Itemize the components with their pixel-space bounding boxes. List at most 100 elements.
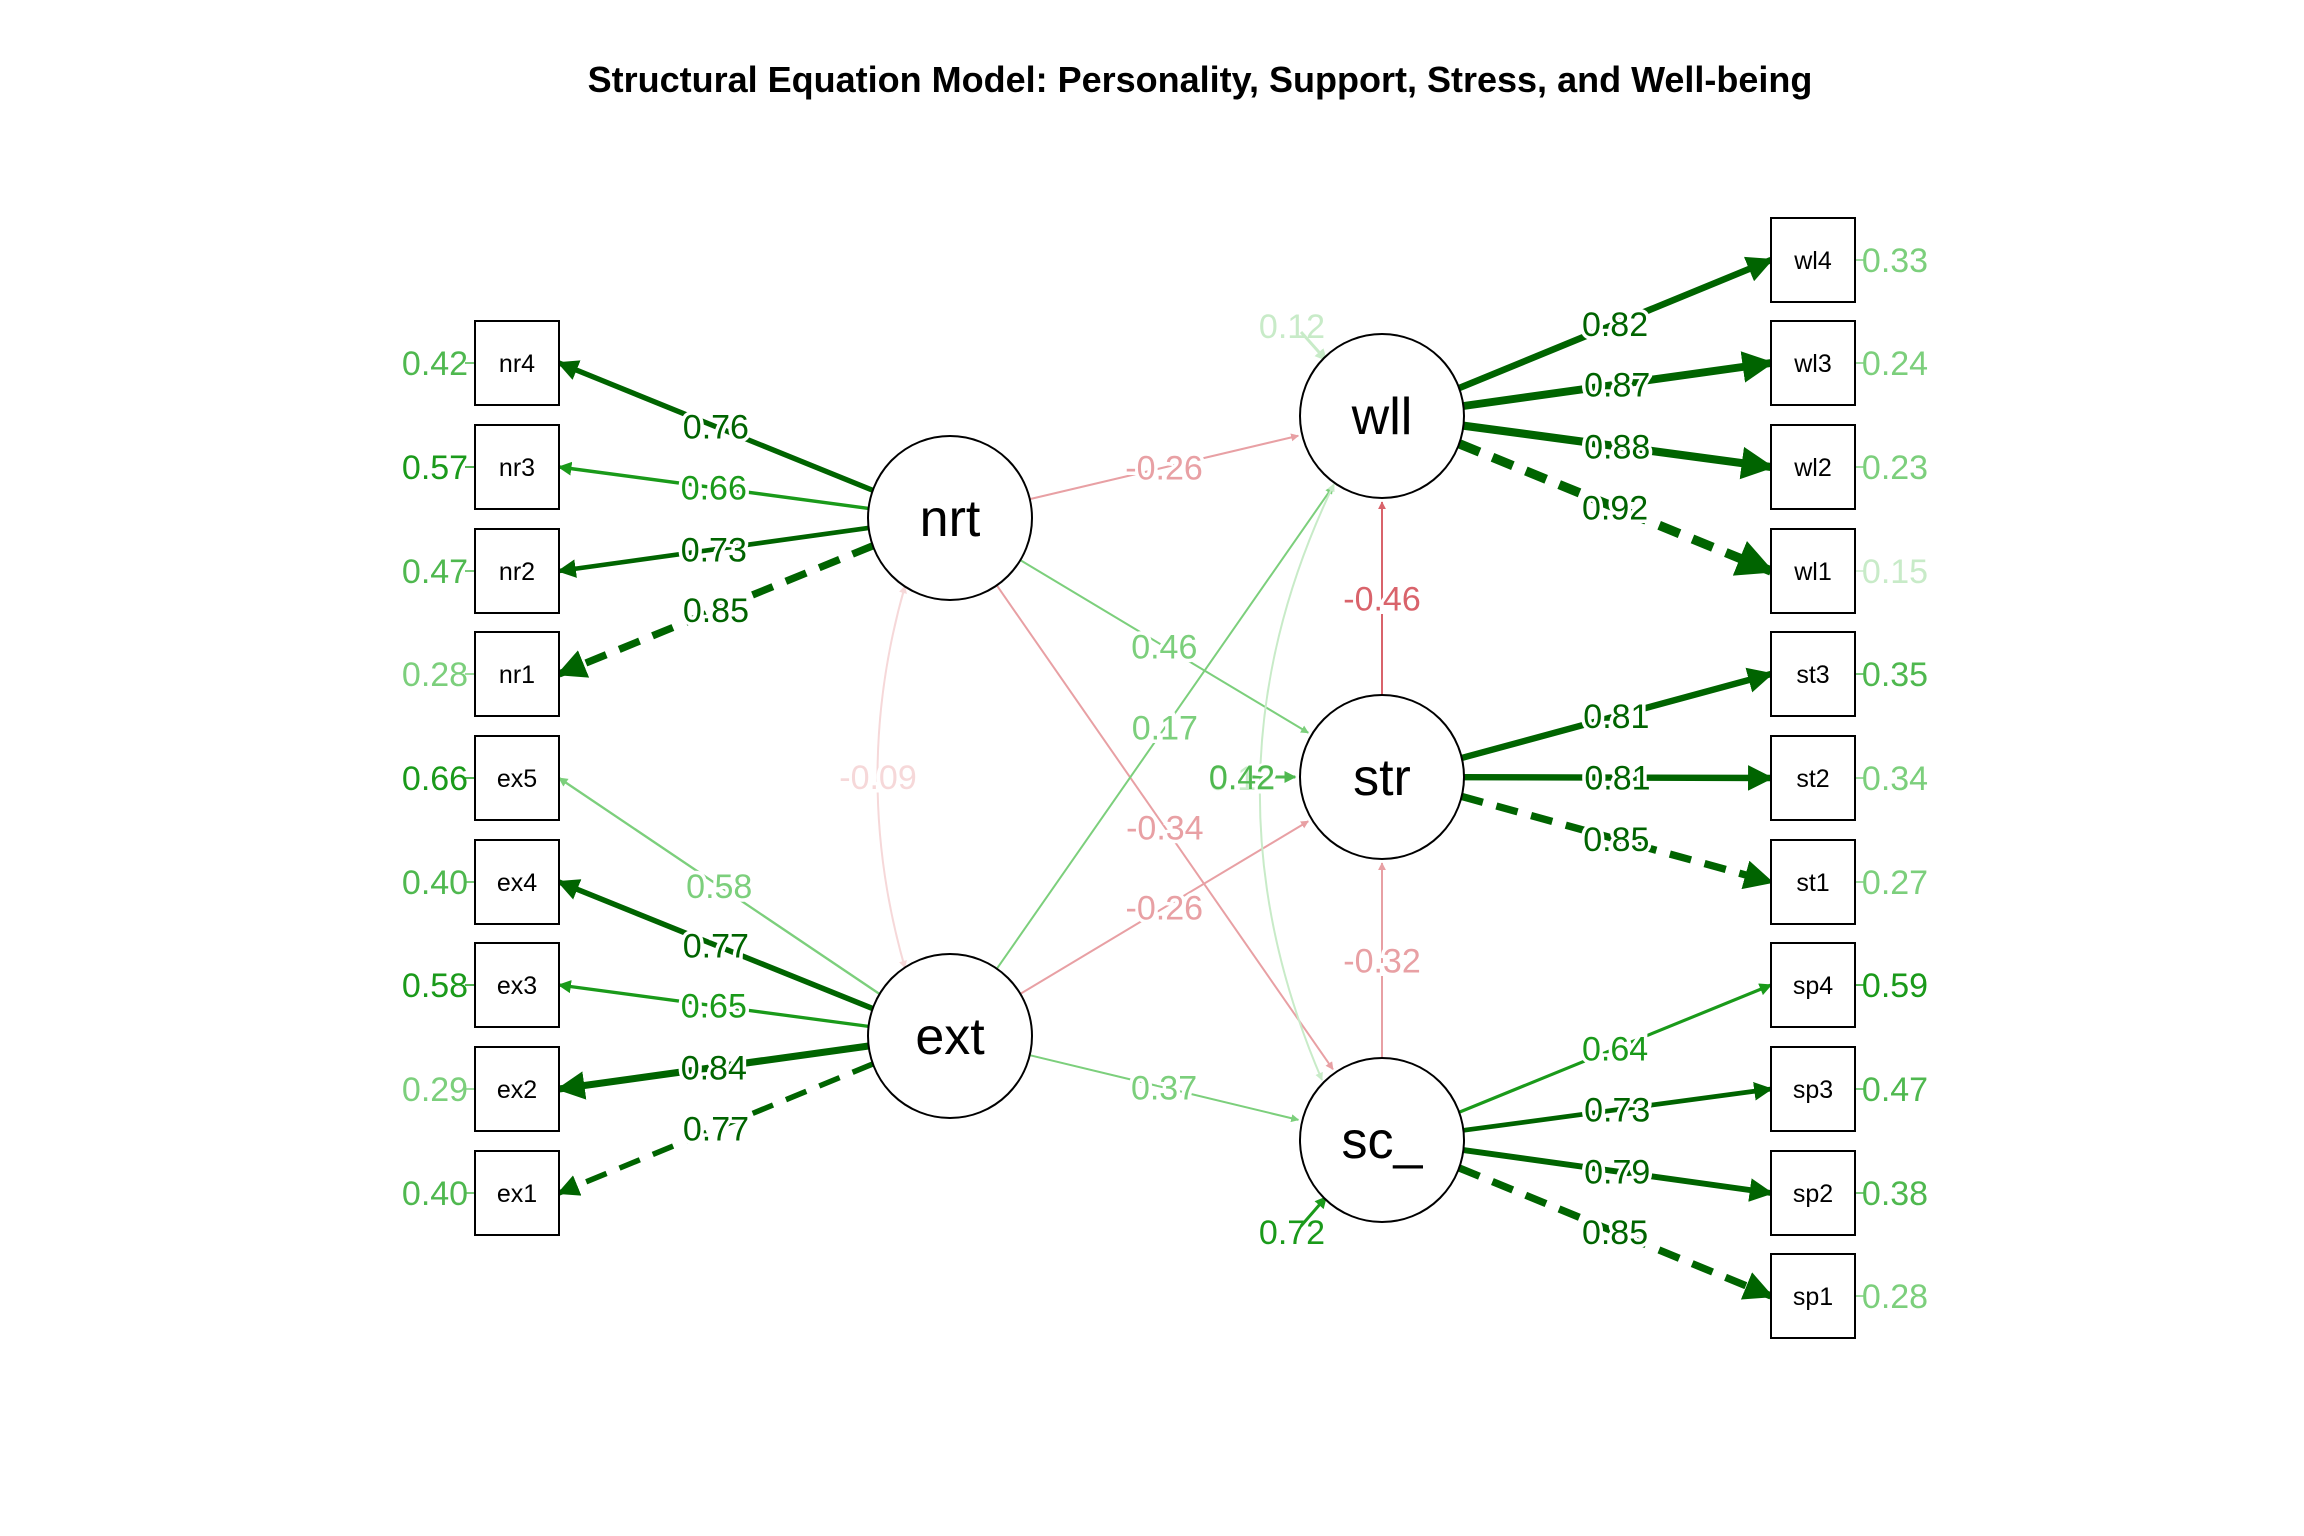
path-arrow-nrt-wll	[1029, 433, 1300, 501]
loading-arrow-sp1	[1457, 1164, 1774, 1300]
loading-arrow-st1	[1460, 792, 1774, 890]
latent-label-ext: ext	[915, 1008, 985, 1066]
node-layer: nr4nr3nr2nr1ex5ex4ex3ex2ex1wl4wl3wl2wl1s…	[474, 217, 1856, 1339]
loading-label-sp3: 0.73	[1584, 1092, 1650, 1130]
path-label-nrt-wll: -0.26	[1125, 449, 1203, 487]
indicator-box-ex4	[474, 839, 560, 925]
loading-arrow-st3	[1460, 667, 1774, 762]
loading-label-st2: 0.81	[1584, 760, 1650, 798]
residual-label-nr3: 0.57	[402, 449, 468, 487]
indicator-label-wl2: wl2	[1793, 454, 1832, 482]
indicator-box-nr1	[474, 631, 560, 717]
indicator-label-ex2: ex2	[497, 1076, 537, 1104]
loading-label-ex4: 0.77	[683, 927, 749, 965]
residual-label-sp4: 0.59	[1862, 967, 1928, 1005]
covariance-arrow-sc_-wll	[1258, 483, 1335, 1081]
loading-label-nr1: 0.85	[683, 592, 749, 630]
indicator-label-sp1: sp1	[1793, 1283, 1833, 1311]
indicator-label-ex4: ex4	[497, 869, 537, 897]
loading-arrow-wl4	[1457, 256, 1774, 392]
loading-label-nr3: 0.66	[681, 470, 747, 508]
path-label-ext-str: -0.26	[1126, 890, 1204, 928]
loading-arrow-sp3	[1463, 1081, 1773, 1133]
indicator-label-nr3: nr3	[499, 454, 535, 482]
loading-arrow-ex2	[556, 1042, 870, 1100]
path-label-str-wll: -0.46	[1343, 581, 1421, 619]
loading-label-st3: 0.81	[1583, 698, 1649, 736]
indicator-box-nr4	[474, 320, 560, 406]
residual-label-wl2: 0.23	[1862, 449, 1928, 487]
loading-arrow-nr2	[557, 525, 869, 578]
indicator-box-wl4	[1770, 217, 1856, 303]
indicator-box-sp1	[1770, 1253, 1856, 1339]
residual-label-st3: 0.35	[1862, 656, 1928, 694]
loading-arrow-wl3	[1462, 351, 1775, 410]
latent-node-nrt	[867, 435, 1033, 601]
loading-label-sp4: 0.64	[1582, 1031, 1648, 1069]
indicator-label-ex3: ex3	[497, 972, 537, 1000]
path-arrow-ext-sc_	[1029, 1054, 1300, 1123]
residual-label-sp3: 0.47	[1862, 1071, 1928, 1109]
latent-label-nrt: nrt	[920, 490, 981, 548]
indicator-label-st2: st2	[1796, 765, 1829, 793]
indicator-label-ex1: ex1	[497, 1180, 537, 1208]
residual-label-st1: 0.27	[1862, 864, 1928, 902]
latent-residual-arrow-wll	[1299, 331, 1328, 362]
residual-label-wl1: 0.15	[1862, 553, 1928, 591]
residual-label-ex2: 0.29	[402, 1071, 468, 1109]
indicator-box-st1	[1770, 839, 1856, 925]
indicator-box-st2	[1770, 735, 1856, 821]
latent-node-str	[1299, 694, 1465, 860]
loading-arrow-wl2	[1462, 421, 1775, 480]
indicator-label-nr4: nr4	[499, 350, 535, 378]
path-arrow-ext-wll	[996, 485, 1334, 970]
latent-label-wll: wll	[1351, 388, 1413, 446]
indicator-box-ex3	[474, 942, 560, 1028]
loading-arrow-ex4	[556, 879, 874, 1012]
indicator-label-wl1: wl1	[1793, 558, 1832, 586]
path-label-ext-wll: 0.17	[1132, 710, 1198, 748]
edge-layer	[465, 256, 1865, 1300]
residual-label-sp1: 0.28	[1862, 1278, 1928, 1316]
loading-label-wl3: 0.87	[1584, 366, 1650, 404]
latent-residual-label-wll: 0.12	[1259, 308, 1325, 346]
indicator-box-wl2	[1770, 424, 1856, 510]
loading-label-nr2: 0.73	[681, 531, 747, 569]
indicator-label-nr1: nr1	[499, 661, 535, 689]
residual-label-wl3: 0.24	[1862, 345, 1928, 383]
loading-label-ex2: 0.84	[681, 1049, 747, 1087]
loading-label-wl1: 0.92	[1582, 489, 1648, 527]
loading-label-ex3: 0.65	[681, 988, 747, 1026]
indicator-box-nr3	[474, 424, 560, 510]
path-label-nrt-str: 0.46	[1131, 628, 1197, 666]
latent-residual-label-sc_: 0.72	[1259, 1214, 1325, 1252]
indicator-box-sp3	[1770, 1046, 1856, 1132]
loading-label-ex1: 0.77	[683, 1110, 749, 1148]
latent-label-str: str	[1353, 749, 1411, 807]
residual-label-nr4: 0.42	[402, 345, 468, 383]
loading-label-wl2: 0.88	[1584, 428, 1650, 466]
indicator-label-sp3: sp3	[1793, 1076, 1833, 1104]
path-arrow-nrt-str	[1019, 559, 1309, 734]
loading-label-ex5: 0.58	[686, 868, 752, 906]
indicator-label-ex5: ex5	[497, 765, 537, 793]
path-arrow-nrt-sc_	[995, 584, 1334, 1071]
residual-label-ex5: 0.66	[402, 760, 468, 798]
loading-arrow-st2	[1463, 765, 1774, 791]
residual-label-wl4: 0.33	[1862, 242, 1928, 280]
loading-label-sp1: 0.85	[1582, 1214, 1648, 1252]
loading-label-wl4: 0.82	[1582, 306, 1648, 344]
indicator-box-sp4	[1770, 942, 1856, 1028]
diagram-title: Structural Equation Model: Personality, …	[588, 59, 1813, 100]
indicator-box-wl3	[1770, 320, 1856, 406]
indicator-box-ex1	[474, 1150, 560, 1236]
indicator-box-ex2	[474, 1046, 560, 1132]
indicator-box-st3	[1770, 631, 1856, 717]
loading-label-st1: 0.85	[1583, 821, 1649, 859]
indicator-label-wl4: wl4	[1793, 247, 1832, 275]
loading-arrow-ex5	[558, 777, 881, 995]
loading-arrow-ex3	[557, 980, 869, 1029]
residual-label-ex4: 0.40	[402, 864, 468, 902]
indicator-box-nr2	[474, 528, 560, 614]
latent-label-sc_: sc_	[1342, 1112, 1424, 1170]
